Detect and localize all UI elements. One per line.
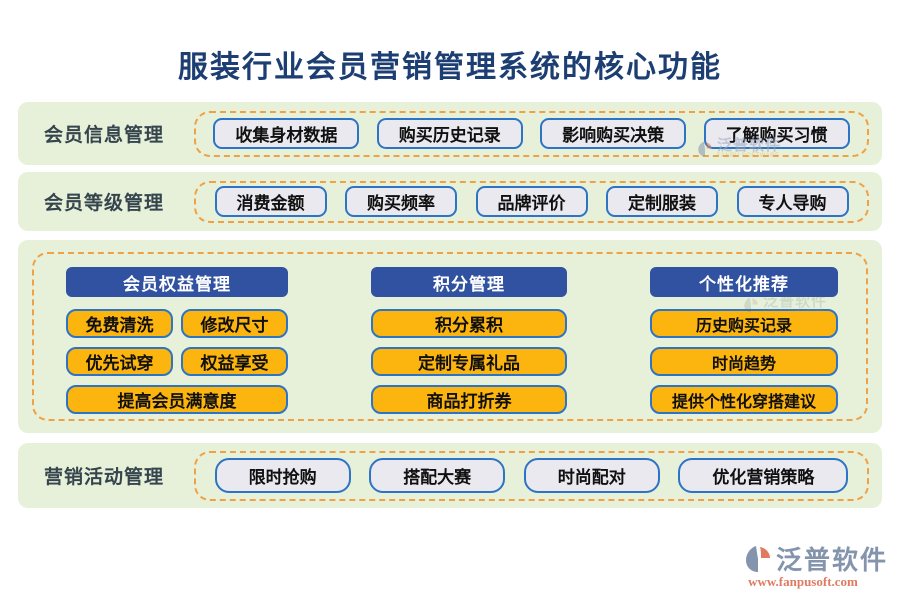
feature-pill: 定制专属礼品	[371, 347, 567, 376]
feature-pill: 搭配大赛	[369, 458, 506, 493]
feature-pill: 优化营销策略	[678, 458, 849, 493]
fanpu-watermark-logo-icon	[698, 141, 712, 156]
row-label-member-level: 会员等级管理	[44, 193, 165, 214]
fanpu-watermark-logo-icon	[744, 297, 758, 312]
watermark-brand: 泛普软件	[763, 293, 828, 310]
brand-name: 泛普软件	[775, 545, 888, 575]
feature-pill: 了解购买习惯	[703, 118, 850, 149]
feature-pill: 历史购买记录	[650, 309, 838, 338]
feature-pill: 时尚配对	[523, 458, 660, 493]
column-points-management: 积分管理 积分累积 定制专属礼品 商品打折券	[371, 267, 567, 419]
feature-pill: 品牌评价	[475, 186, 588, 217]
pill-group-marketing-activity: 限时抢购 搭配大赛 时尚配对 优化营销策略	[194, 450, 869, 501]
fanpu-logo-icon	[745, 545, 770, 572]
feature-pill: 时尚趋势	[650, 347, 838, 376]
column-personalized-recommendation: 个性化推荐 历史购买记录 时尚趋势 提供个性化穿搭建议	[650, 267, 838, 419]
feature-pill: 消费金额	[214, 186, 327, 217]
band-core-modules: 会员权益管理 免费清洗 修改尺寸 优先试穿 权益享受 提高会员满意度 积分管理 …	[18, 240, 882, 433]
feature-pill: 提供个性化穿搭建议	[650, 385, 838, 414]
band-marketing-activity-management: 营销活动管理 限时抢购 搭配大赛 时尚配对 优化营销策略	[18, 443, 882, 508]
feature-pill: 修改尺寸	[181, 309, 288, 338]
feature-pill: 购买历史记录	[376, 118, 523, 149]
pill-group-member-level: 消费金额 购买频率 品牌评价 定制服装 专人导购	[194, 180, 869, 223]
watermark: 泛普软件 FANPU SOFTWARE	[696, 138, 781, 159]
feature-pill: 定制服装	[606, 186, 718, 217]
core-modules-group: 会员权益管理 免费清洗 修改尺寸 优先试穿 权益享受 提高会员满意度 积分管理 …	[32, 252, 868, 421]
feature-pill: 积分累积	[371, 309, 567, 338]
feature-pill: 权益享受	[181, 347, 288, 376]
pill-grid: 免费清洗 修改尺寸 优先试穿 权益享受 提高会员满意度	[66, 309, 288, 414]
column-header: 个性化推荐	[650, 267, 838, 297]
band-member-info-management: 会员信息管理 收集身材数据 购买历史记录 影响购买决策 了解购买习惯	[18, 102, 882, 165]
watermark-subtitle: FANPU SOFTWARE	[717, 153, 780, 159]
feature-pill: 专人导购	[736, 186, 849, 217]
feature-pill: 优先试穿	[66, 347, 173, 376]
feature-pill: 限时抢购	[214, 458, 351, 493]
pill-group-member-info: 收集身材数据 购买历史记录 影响购买决策 了解购买习惯	[194, 110, 869, 157]
feature-pill: 购买频率	[345, 186, 457, 217]
watermark: 泛普软件 FANPU SOFTWARE	[742, 294, 827, 315]
column-header: 会员权益管理	[66, 267, 288, 297]
column-header: 积分管理	[371, 267, 567, 297]
feature-pill: 免费清洗	[66, 309, 173, 338]
watermark-subtitle: FANPU SOFTWARE	[763, 309, 826, 315]
column-member-rights-management: 会员权益管理 免费清洗 修改尺寸 优先试穿 权益享受 提高会员满意度	[66, 267, 288, 419]
feature-pill: 商品打折券	[371, 385, 567, 414]
brand-url: www.fanpusoft.com	[748, 574, 858, 589]
fanpu-brand-logo: 泛普软件 www.fanpusoft.com	[718, 540, 888, 590]
band-member-level-management: 会员等级管理 消费金额 购买频率 品牌评价 定制服装 专人导购	[18, 172, 882, 231]
page-title: 服装行业会员营销管理系统的核心功能	[178, 51, 722, 84]
row-label-member-info: 会员信息管理	[44, 125, 165, 146]
feature-pill: 收集身材数据	[213, 118, 360, 149]
row-label-marketing-activity: 营销活动管理	[44, 467, 165, 488]
watermark-brand: 泛普软件	[717, 137, 782, 154]
feature-pill: 提高会员满意度	[66, 385, 288, 414]
feature-pill: 影响购买决策	[540, 118, 687, 149]
